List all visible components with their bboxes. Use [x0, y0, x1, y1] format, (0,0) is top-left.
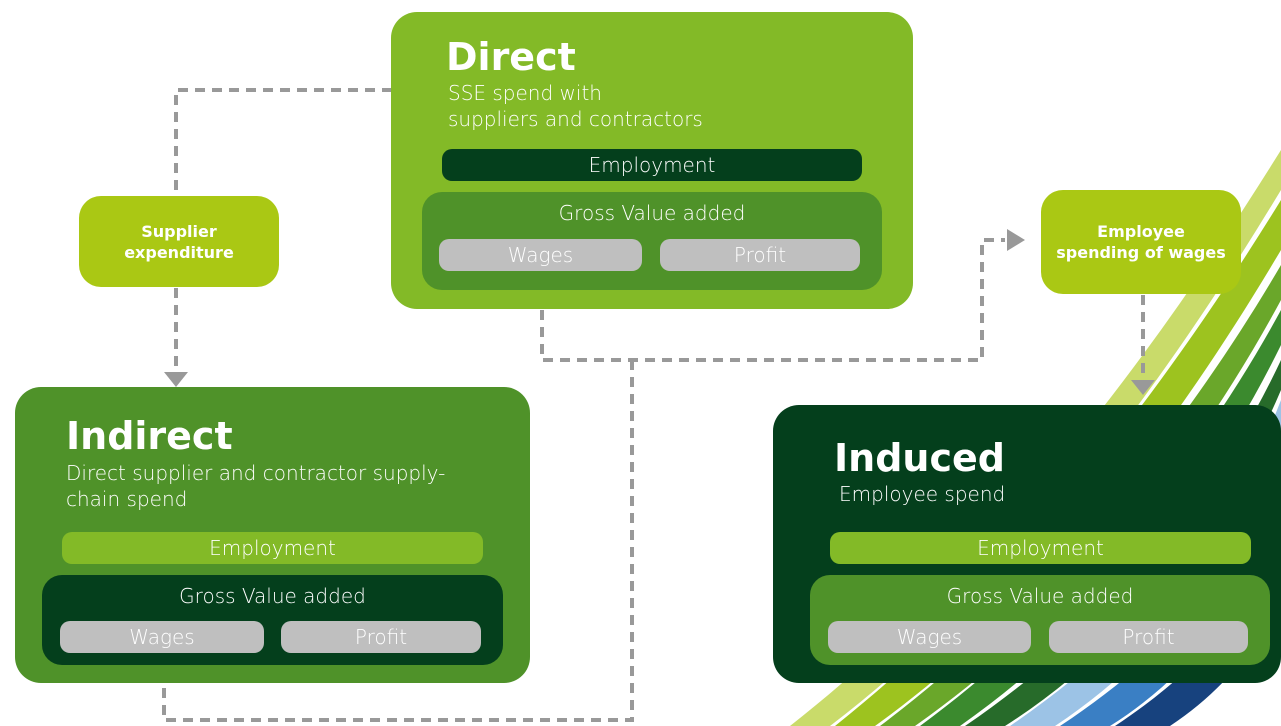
- connector-direct-to-employee: [540, 238, 1005, 362]
- direct-profit-pill: Profit: [660, 239, 860, 271]
- indirect-employment-bar: Employment: [62, 532, 483, 564]
- direct-employment-bar: Employment: [442, 149, 862, 181]
- induced-gva-panel: Gross Value added Wages Profit: [810, 575, 1270, 665]
- employee-tag-line1: Employee: [1097, 222, 1185, 241]
- connector-direct-to-supplier: [174, 88, 392, 196]
- arrow-down-icon: [1131, 380, 1155, 395]
- indirect-subtitle-line2: chain spend: [66, 487, 188, 511]
- employee-spending-tag: Employee spending of wages: [1041, 190, 1241, 294]
- direct-box: Direct SSE spend with suppliers and cont…: [391, 12, 913, 309]
- supplier-tag-line2: expenditure: [124, 242, 234, 262]
- arrow-down-icon: [164, 372, 188, 387]
- direct-subtitle-line1: SSE spend with: [448, 81, 602, 105]
- indirect-box: Indirect Direct supplier and contractor …: [15, 387, 530, 683]
- direct-wages-pill: Wages: [439, 239, 642, 271]
- induced-subtitle-line1: Employee spend: [839, 482, 1006, 506]
- induced-employment-bar: Employment: [830, 532, 1251, 564]
- induced-gva-label: Gross Value added: [946, 584, 1134, 608]
- supplier-tag-line1: Supplier: [141, 221, 217, 241]
- indirect-gva-label: Gross Value added: [179, 584, 366, 608]
- indirect-gva-panel: Gross Value added Wages Profit: [42, 575, 503, 665]
- direct-title: Direct: [446, 35, 576, 79]
- connector-indirect-to-induced: [162, 360, 634, 722]
- induced-box: Induced Employee spend Employment Gross …: [773, 405, 1281, 683]
- indirect-wages-pill: Wages: [60, 621, 264, 653]
- direct-gva-label: Gross Value added: [558, 201, 746, 225]
- induced-title: Induced: [834, 436, 1005, 480]
- direct-subtitle-line2: suppliers and contractors: [448, 107, 703, 131]
- direct-gva-panel: Gross Value added Wages Profit: [422, 192, 882, 290]
- induced-wages-pill: Wages: [828, 621, 1031, 653]
- indirect-profit-pill: Profit: [281, 621, 481, 653]
- indirect-subtitle-line1: Direct supplier and contractor supply-: [66, 461, 446, 485]
- indirect-title: Indirect: [66, 414, 233, 458]
- supplier-expenditure-tag: Supplier expenditure: [79, 196, 279, 287]
- induced-profit-pill: Profit: [1049, 621, 1248, 653]
- employee-tag-line2: spending of wages: [1056, 243, 1226, 262]
- arrow-right-icon: [1007, 229, 1025, 251]
